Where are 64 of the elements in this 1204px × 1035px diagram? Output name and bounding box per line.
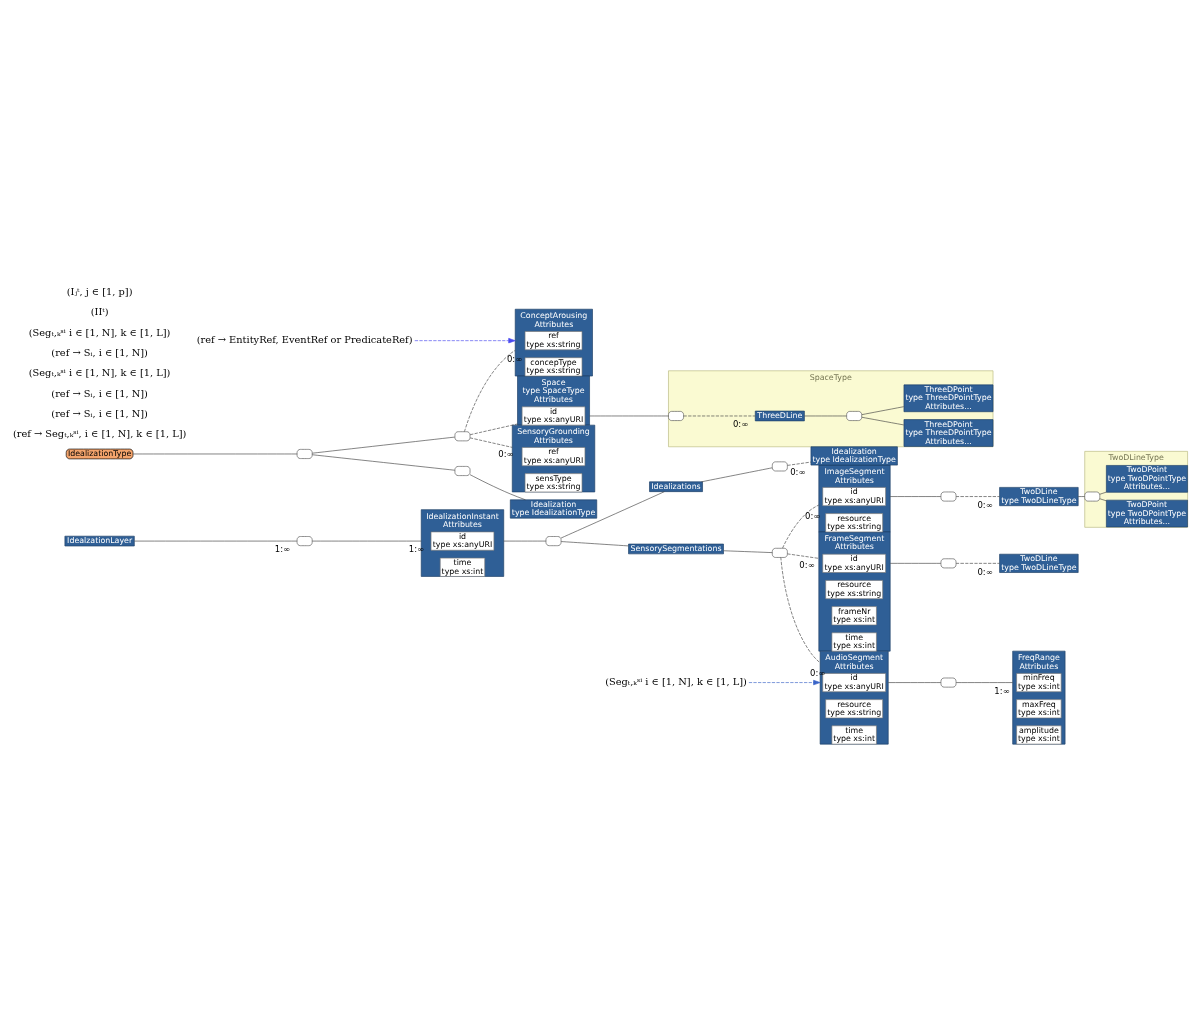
node-box [545, 535, 562, 546]
connector [311, 540, 422, 541]
connector [955, 562, 1000, 564]
node-box [296, 535, 313, 546]
node-box [1084, 491, 1101, 501]
node-box [940, 677, 957, 687]
edge-label: 0:∞ [799, 559, 815, 570]
connector [311, 436, 456, 453]
node-box [771, 547, 788, 558]
connector [1077, 495, 1086, 497]
edge-label: 1:∞ [274, 543, 291, 554]
node-box [771, 461, 788, 471]
connector [861, 416, 905, 425]
label: (ref → Segₜ,ₖˢⁱ, i ∈ [1, N], k ∈ [1, L]) [12, 427, 187, 439]
connector [701, 466, 773, 482]
connector [560, 540, 629, 546]
connector [503, 540, 547, 541]
connector [469, 423, 518, 435]
connector [464, 349, 516, 432]
arrow [748, 679, 821, 685]
label: (ref → Sᵢ, i ∈ [1, N]) [51, 407, 148, 419]
connector [889, 495, 942, 497]
edge-label: 0:∞ [977, 566, 993, 577]
label: (ref → Sᵢ, i ∈ [1, N]) [51, 346, 148, 358]
node-box [296, 448, 313, 459]
connector [683, 415, 756, 416]
connector [1099, 491, 1107, 495]
arrow [414, 337, 516, 343]
connector [1099, 497, 1107, 501]
connector [134, 540, 298, 541]
connector [787, 553, 820, 559]
connector [469, 473, 526, 500]
connector [469, 437, 513, 448]
connector [780, 556, 821, 663]
node-box [454, 430, 471, 441]
connector [782, 504, 820, 548]
node-box [940, 491, 957, 501]
node-box [940, 557, 957, 568]
node-box [454, 465, 471, 476]
connector [804, 415, 847, 416]
edge-label: 1:∞ [994, 685, 1010, 696]
node-box [846, 410, 863, 421]
node-text: (Segₜ,ₖˢⁱ i ∈ [1, N], k ∈ [1, L]) [605, 675, 747, 687]
connector [955, 681, 1014, 683]
edge-label: 0:∞ [977, 499, 993, 510]
edge-label: 0:∞ [732, 418, 749, 429]
node-box [668, 410, 684, 421]
connector [560, 490, 665, 538]
label: (Segₜ,ₖˢⁱ i ∈ [1, N], k ∈ [1, L]) [28, 326, 171, 338]
connector [861, 405, 905, 415]
connector [955, 495, 1000, 497]
label: (Iⱼᵗ, j ∈ [1, p]) [66, 285, 133, 297]
label: (ref → Sᵢ, i ∈ [1, N]) [51, 387, 148, 399]
connector [589, 415, 669, 416]
connector [889, 562, 942, 564]
connector [723, 549, 773, 553]
connector [132, 453, 298, 454]
edge-label: 0:∞ [790, 466, 806, 477]
label: (Segₜ,ₖˢⁱ i ∈ [1, N], k ∈ [1, L]) [28, 366, 171, 378]
connector [787, 461, 812, 466]
connector [311, 453, 456, 471]
connector [887, 681, 942, 683]
node-text: (ref → EntityRef, EventRef or PredicateRef) [196, 333, 413, 345]
label: (IIᵗ) [90, 305, 109, 317]
